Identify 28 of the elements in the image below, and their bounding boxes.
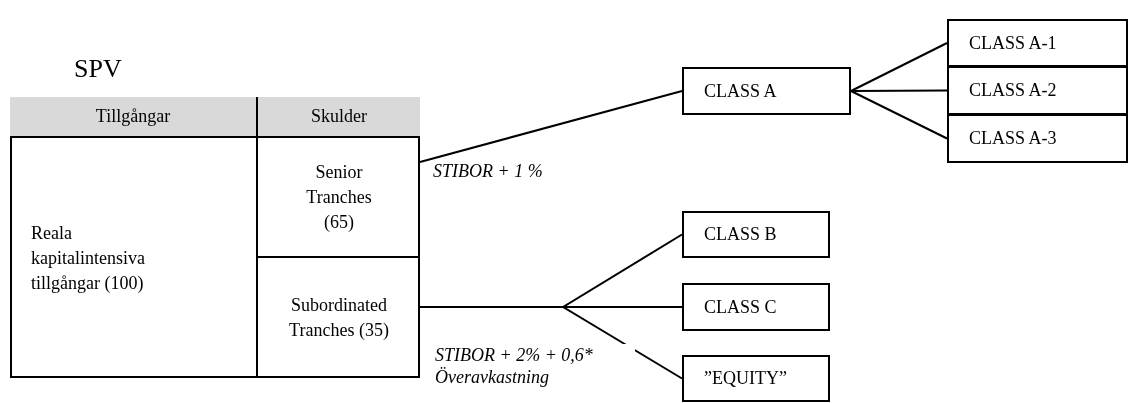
- node-text: CLASS A: [704, 79, 777, 103]
- class-box: [947, 66, 1128, 115]
- node-text: CLASS B: [704, 223, 777, 246]
- class-box: [682, 67, 851, 115]
- edge-label: STIBOR + 2% + 0,6* Överavkastning: [435, 344, 635, 388]
- node-text: CLASS C: [704, 295, 777, 319]
- node-text: Skulder: [311, 105, 367, 128]
- node-text: Senior Tranches (65): [305, 160, 373, 234]
- connector-line: [850, 90, 948, 140]
- class-box: [947, 114, 1128, 163]
- class-box: [682, 211, 830, 258]
- node-text: CLASS A-1: [969, 31, 1057, 55]
- class-box: [947, 19, 1128, 67]
- node-text: CLASS A-2: [969, 79, 1057, 102]
- node-text: Subordinated Tranches (35): [288, 294, 390, 342]
- node-text: ”EQUITY”: [704, 367, 787, 390]
- node-text: Reala kapitalintensiva tillgångar (100): [31, 221, 146, 295]
- table-title: SPV: [74, 53, 122, 85]
- connector-line: [419, 90, 683, 163]
- node-text: Tillgångar: [95, 105, 171, 128]
- class-box: [682, 283, 830, 331]
- connector-line: [419, 306, 683, 380]
- table-header-cell: [10, 97, 258, 138]
- node-text: CLASS A-3: [969, 127, 1057, 150]
- table-header-cell: [258, 97, 420, 138]
- connector-line: [850, 42, 948, 92]
- connector-line: [850, 89, 948, 92]
- class-box: [682, 355, 830, 402]
